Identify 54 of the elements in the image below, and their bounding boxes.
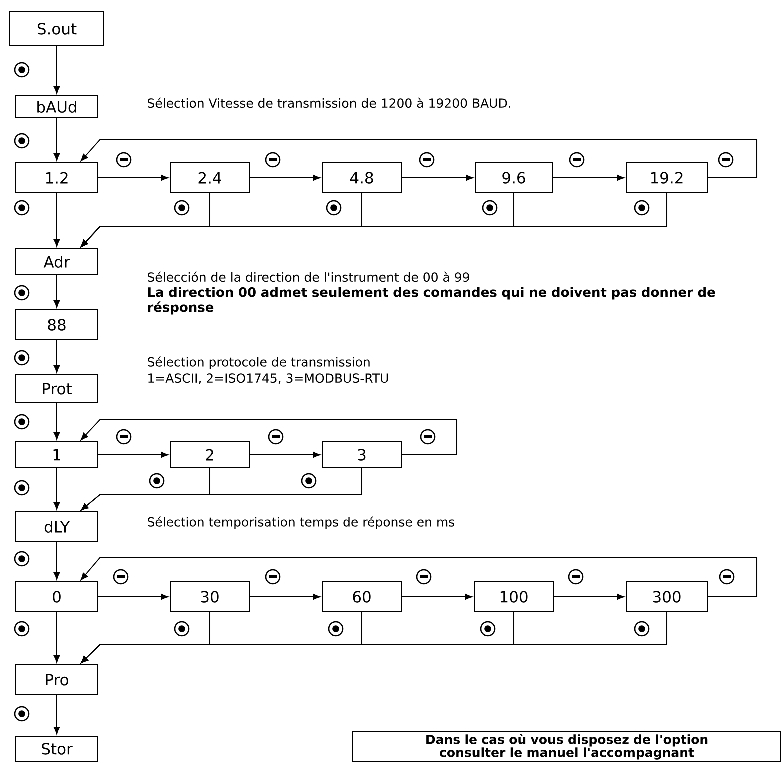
- arrow: [54, 403, 60, 440]
- display-box: 1: [16, 442, 98, 468]
- arrow: [552, 174, 625, 182]
- arrow: [250, 174, 321, 182]
- arrow: [81, 468, 362, 511]
- arrow: [98, 594, 168, 600]
- arrow: [54, 612, 60, 664]
- arrow: [402, 174, 474, 182]
- description-text: Sélection Vitesse de transmission de 1200 à 19200 BAUD.: [148, 98, 510, 108]
- display-box: 88: [16, 310, 98, 340]
- display-box: S.out: [10, 12, 104, 46]
- display-box: 19.2: [626, 162, 708, 194]
- display-box: Prot: [16, 374, 98, 404]
- display-box: 2.4: [170, 162, 250, 194]
- display-box: bAUd: [16, 96, 98, 118]
- display-box: 0: [16, 582, 98, 612]
- display-box: dLY: [16, 512, 98, 542]
- arrow: [54, 542, 60, 580]
- display-box: 60: [322, 582, 402, 612]
- arrow: [98, 174, 168, 182]
- display-box: 3: [322, 442, 402, 468]
- arrow: [54, 275, 60, 308]
- arrow: [80, 193, 668, 248]
- arrow: [54, 340, 60, 373]
- description-text: Sélection protocole de transmission: [148, 356, 370, 370]
- display-box: 2: [170, 442, 250, 468]
- arrow: [80, 558, 758, 598]
- arrow: [54, 118, 60, 161]
- arrow: [54, 695, 60, 735]
- description-text: Sélección de la direction de l'instrument de 00 à 99: [148, 272, 470, 282]
- arrow: [250, 594, 321, 600]
- display-box: Adr: [16, 248, 98, 276]
- arrow: [54, 193, 60, 247]
- arrow: [250, 452, 321, 458]
- display-box: 9.6: [475, 162, 553, 194]
- arrow: [402, 594, 473, 600]
- note-text: La direction 00 admet seulement des comandes qui ne doivent pas donner de résponse: [148, 287, 716, 315]
- arrow: [54, 46, 60, 94]
- arrow: [54, 468, 60, 510]
- description-text: Sélection temporisation temps de réponse en ms: [148, 516, 455, 530]
- arrow: [80, 140, 758, 178]
- note-box: Dans le cas où vous disposez de l'option consulter le manuel l'accompagnant: [352, 732, 782, 762]
- arrow: [554, 594, 625, 600]
- arrow: [80, 420, 458, 456]
- display-box: 100: [474, 582, 554, 612]
- display-box: 30: [170, 582, 250, 612]
- display-box: 1.2: [16, 162, 98, 194]
- display-box: Pro: [16, 664, 98, 696]
- description-text: 1=ASCII, 2=ISO1745, 3=MODBUS-RTU: [148, 374, 388, 384]
- arrow: [98, 452, 168, 458]
- display-box: 4.8: [322, 162, 402, 194]
- display-box: Stor: [16, 736, 98, 762]
- arrow: [80, 612, 668, 664]
- display-box: 300: [626, 582, 708, 612]
